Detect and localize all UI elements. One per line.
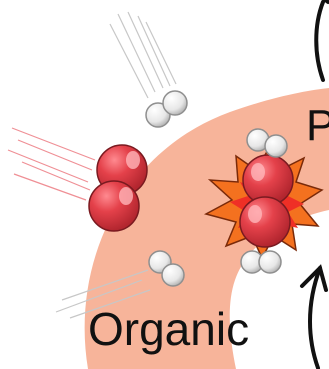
small-molecule-top [146, 91, 187, 127]
motion-lines-red [8, 128, 95, 200]
label-partial: P [306, 101, 329, 150]
label-organic: Organic [88, 303, 249, 355]
motion-lines-grey [110, 12, 176, 98]
